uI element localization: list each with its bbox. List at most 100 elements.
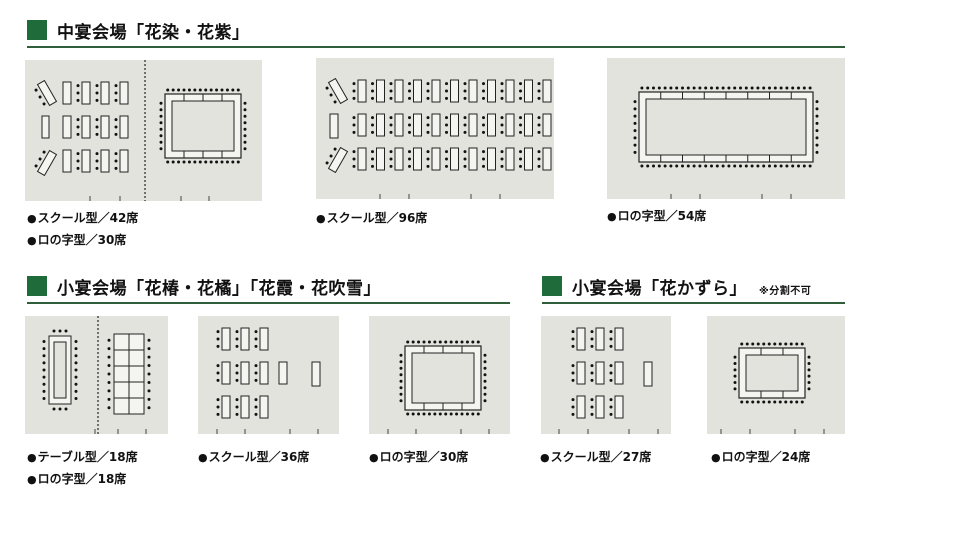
- seat: [352, 96, 356, 100]
- seat: [745, 400, 749, 404]
- seat: [333, 147, 337, 151]
- seat: [171, 160, 175, 164]
- desk: [36, 79, 58, 107]
- seat: [38, 157, 42, 161]
- desk: [221, 395, 231, 419]
- seat: [445, 130, 448, 134]
- bullet: ●: [369, 451, 379, 464]
- seat: [633, 143, 637, 147]
- seat: [789, 342, 793, 346]
- desk: [329, 113, 339, 139]
- seat: [445, 164, 448, 168]
- desk: [542, 79, 552, 103]
- seat: [254, 371, 258, 375]
- bullet: ●: [607, 210, 617, 223]
- seat: [114, 132, 118, 136]
- seat: [756, 342, 760, 346]
- desk: [595, 395, 605, 419]
- seat: [114, 84, 118, 88]
- seat: [166, 160, 170, 164]
- seat: [571, 405, 575, 409]
- desk: [394, 79, 404, 103]
- seat: [216, 412, 220, 416]
- seat: [715, 164, 719, 168]
- layout-panel-chuen-split: [25, 60, 262, 201]
- seat: [500, 89, 504, 93]
- seat: [422, 412, 426, 416]
- seat: [426, 164, 430, 168]
- seat: [463, 96, 467, 100]
- seat: [710, 164, 713, 168]
- seat: [657, 86, 661, 90]
- seat: [571, 344, 575, 348]
- seat: [107, 372, 111, 376]
- seat: [733, 86, 737, 90]
- seat: [652, 86, 655, 90]
- seat: [455, 340, 459, 344]
- bullet: ●: [540, 451, 550, 464]
- seat: [159, 140, 163, 144]
- seat: [537, 150, 541, 154]
- seat: [389, 89, 393, 93]
- seat: [756, 400, 760, 404]
- seat: [815, 107, 819, 111]
- seat: [815, 136, 819, 140]
- desk: [62, 115, 72, 139]
- seat: [482, 89, 485, 93]
- seat: [352, 89, 356, 93]
- seat: [800, 400, 804, 404]
- seat: [463, 150, 467, 154]
- seat: [254, 378, 258, 382]
- seat: [445, 96, 448, 100]
- seat: [107, 397, 111, 401]
- seat: [739, 86, 742, 90]
- seat: [773, 86, 777, 90]
- seat: [476, 412, 480, 416]
- seat: [417, 412, 421, 416]
- seat: [756, 164, 760, 168]
- seat: [76, 152, 80, 156]
- seat: [807, 362, 811, 365]
- seat: [107, 364, 111, 368]
- seat: [768, 86, 771, 90]
- seat: [571, 364, 575, 368]
- seat: [807, 374, 811, 378]
- seat: [795, 342, 799, 346]
- seat: [243, 114, 247, 118]
- seat: [42, 389, 46, 393]
- section-title: 小宴会場「花椿・花橘」「花霞・花吹雪」: [57, 279, 381, 299]
- seat: [147, 372, 151, 376]
- seat: [236, 88, 240, 92]
- seat: [519, 123, 522, 127]
- seat: [371, 116, 374, 120]
- seat: [371, 164, 374, 168]
- caption-u-18: ●ロの字型／18席: [27, 470, 126, 487]
- desk: [643, 361, 653, 387]
- seat: [739, 164, 742, 168]
- seat: [254, 364, 258, 368]
- seat: [483, 386, 487, 390]
- seat: [371, 130, 374, 134]
- u-table-inner: [411, 352, 475, 404]
- seat: [64, 329, 68, 333]
- caption-u-30: ●ロの字型／30席: [27, 231, 126, 248]
- seat: [537, 130, 541, 134]
- desk: [357, 147, 367, 171]
- seat: [590, 412, 594, 416]
- seat: [411, 340, 415, 344]
- seat: [640, 86, 644, 90]
- seat: [483, 392, 487, 396]
- seat: [215, 88, 219, 92]
- desk: [394, 147, 404, 171]
- seat: [807, 368, 811, 372]
- seat: [76, 118, 80, 122]
- seat: [426, 116, 430, 120]
- seat: [609, 405, 613, 409]
- desk: [505, 79, 515, 103]
- seat: [802, 86, 806, 90]
- seat: [733, 355, 737, 359]
- seat: [177, 160, 181, 164]
- seat: [590, 371, 594, 375]
- seat: [733, 368, 737, 372]
- seat: [76, 166, 80, 170]
